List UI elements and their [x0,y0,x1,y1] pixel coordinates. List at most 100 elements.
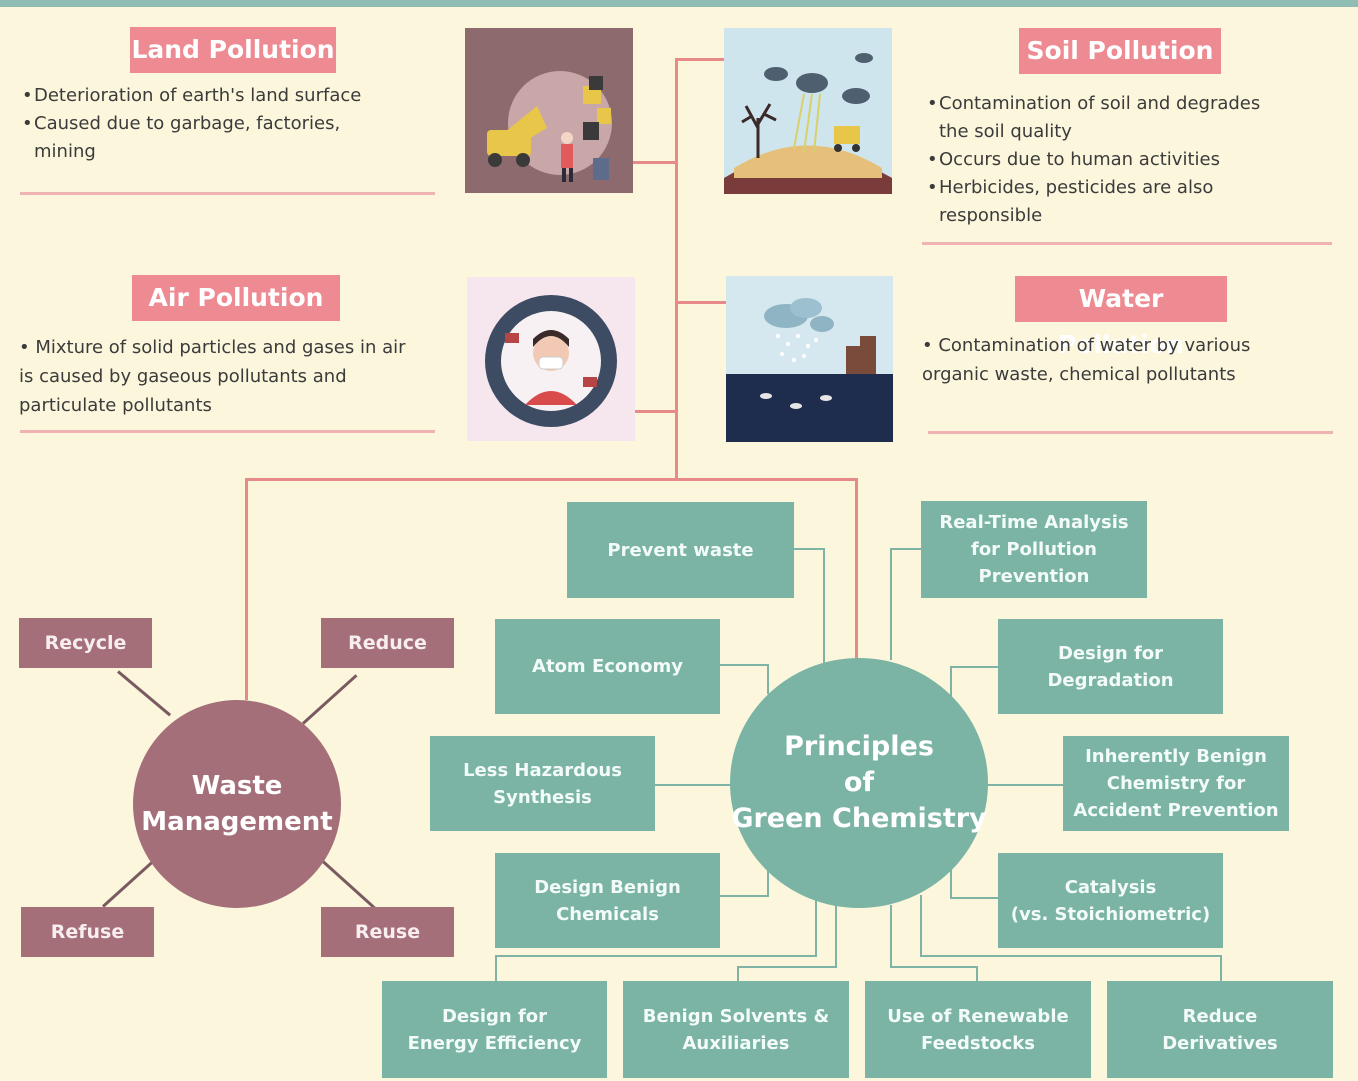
derivatives-line-2: Derivatives [1162,1032,1278,1054]
waste-center-line-1: Waste [191,771,283,801]
air-pollution-text: • Mixture of solid particles and gases i… [19,337,406,416]
air-separator [20,430,435,433]
inherently-line-1: Inherently Benign [1085,746,1267,767]
water-separator [928,431,1333,434]
spoke-reuse [321,860,378,911]
land-pollution-title: Land Pollution [130,27,336,73]
air-pollution-title: Air Pollution [132,275,340,321]
soil-pollution-image [724,28,892,194]
refuse-box: Refuse [21,907,154,957]
energy-line-2: Energy Efficiency [407,1032,582,1054]
land-bullet-1: Deterioration of earth's land surface [22,82,422,110]
connector-green [855,478,858,660]
realtime-line-2: for Pollution [970,539,1097,560]
catalysis-line-1: Catalysis [1064,876,1157,898]
principle-inherently-benign: Inherently Benign Chemistry for Accident… [1063,736,1289,831]
spoke-recycle [117,670,172,717]
gline-deriv-v [920,895,922,957]
degradation-line-2: Degradation [1047,669,1174,691]
less-hazardous-line-2: Synthesis [493,786,592,808]
atom-economy-label: Atom Economy [532,656,683,677]
gline-degrad [950,666,1000,668]
land-pollution-image [465,28,633,193]
water-pollution-title: Water Pollution [1015,276,1227,359]
recycle-box: Recycle [19,618,152,668]
gline-solv-h [737,966,837,968]
energy-line-1: Design for [441,1005,548,1027]
gline-realtime-v [890,548,892,660]
principle-catalysis: Catalysis (vs. Stoichiometric) [998,853,1223,948]
connector-land [633,161,678,164]
gline-energy-v [815,895,817,957]
solvents-line-2: Auxiliaries [682,1032,790,1054]
soil-bullet-1: Contamination of soil and degrades the s… [927,90,1284,146]
soil-pollution-title: Soil Pollution [1019,28,1221,74]
reuse-box: Reuse [321,907,454,957]
connector-trunk [675,58,678,480]
principle-prevent-waste: Prevent waste [567,502,794,598]
principle-design-benign-chemicals: Design Benign Chemicals [495,853,720,948]
green-chemistry-circle: Principles of Green Chemistry [730,658,988,908]
gline-solv-v [835,905,837,968]
connector-soil [675,58,727,61]
spoke-reduce [301,674,358,725]
soil-pollution-bullets: Contamination of soil and degrades the s… [927,90,1307,230]
green-center-line-2: of [843,767,875,798]
water-pollution-text: • Contamination of water by various orga… [922,335,1251,385]
waste-management-circle: Waste Management [133,700,341,908]
top-border [0,0,1358,7]
gline-deriv-drop [1220,955,1222,981]
waste-center-line-2: Management [141,807,333,837]
gline-atom-v [767,664,769,694]
connector-water [675,301,727,304]
principle-less-hazardous-synthesis: Less Hazardous Synthesis [430,736,655,831]
gline-degrad-v [950,666,952,696]
design-benign-line-1: Design Benign [534,876,681,898]
principle-renewable-feedstocks: Use of Renewable Feedstocks [865,981,1091,1078]
soil-bullet-3: Herbicides, pesticides are also responsi… [927,174,1239,230]
inherently-line-2: Chemistry for [1106,773,1246,794]
gline-inherent [985,784,1065,786]
principle-design-for-degradation: Design for Degradation [998,619,1223,714]
realtime-line-1: Real-Time Analysis [939,512,1129,533]
gline-realtime-h [890,548,922,550]
principle-benign-solvents: Benign Solvents & Auxiliaries [623,981,849,1078]
gline-atom [719,664,769,666]
connector-air [633,410,678,413]
gline-cata-v [950,866,952,899]
gline-deriv-h [920,955,1222,957]
principle-atom-economy: Atom Economy [495,619,720,714]
gline-renew-drop [976,966,978,981]
principle-reduce-derivatives: Reduce Derivatives [1107,981,1333,1078]
gline-solv-drop [737,966,739,981]
gline-less [654,784,732,786]
gline-renew-v [890,905,892,968]
land-pollution-bullets: Deterioration of earth's land surface Ca… [22,82,422,166]
soil-bullet-2: Occurs due to human activities [927,146,1307,174]
design-benign-line-2: Chemicals [556,903,659,925]
gline-prevent-v [823,548,825,663]
green-center-line-1: Principles [784,731,934,762]
soil-separator [922,242,1332,245]
renewable-line-2: Feedstocks [921,1032,1035,1054]
prevent-waste-label: Prevent waste [607,539,754,561]
gline-prevent-h [793,548,825,550]
land-bullet-2: Caused due to garbage, factories, mining [22,110,364,166]
solvents-line-1: Benign Solvents & [642,1005,830,1027]
gline-renew-h [890,966,978,968]
reduce-box: Reduce [321,618,454,668]
inherently-line-3: Accident Prevention [1073,800,1279,821]
gline-energy-drop [495,955,497,981]
degradation-line-1: Design for [1057,642,1164,664]
connector-waste [245,478,248,700]
air-pollution-image [467,277,635,441]
less-hazardous-line-1: Less Hazardous [463,759,622,781]
gline-benign [719,895,769,897]
gline-energy-h [495,955,817,957]
land-separator [20,192,435,195]
catalysis-line-2: (vs. Stoichiometric) [1010,903,1211,925]
connector-horizontal [245,478,857,481]
gline-cata [950,897,1000,899]
renewable-line-1: Use of Renewable [887,1005,1069,1027]
principle-energy-efficiency: Design for Energy Efficiency [382,981,607,1078]
